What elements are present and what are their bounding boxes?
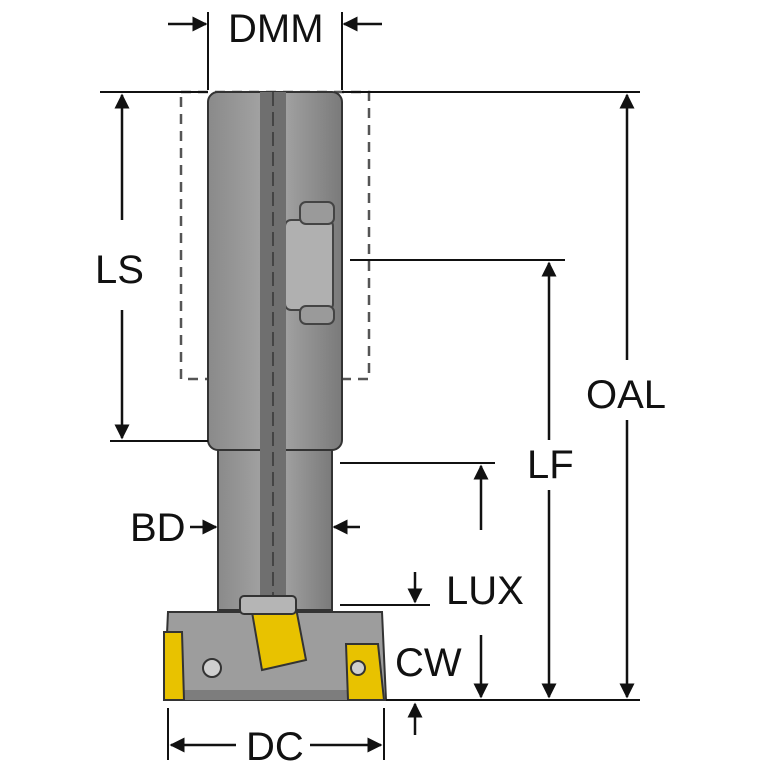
- oal-label: OAL: [586, 373, 666, 417]
- bd-label: BD: [130, 506, 186, 550]
- insert-right: [344, 643, 386, 701]
- dmm-label: DMM: [228, 7, 324, 51]
- shank-flat-top: [299, 201, 335, 225]
- shank-flat: [284, 219, 334, 311]
- dc-label: DC: [246, 725, 304, 767]
- insert-clamp: [239, 595, 297, 615]
- ls-label: LS: [95, 248, 144, 292]
- lux-label: LUX: [446, 569, 524, 613]
- cutter-head-shadow: [168, 690, 384, 700]
- insert-left: [163, 631, 186, 701]
- insert-screw-left: [202, 658, 222, 678]
- cw-label: CW: [395, 641, 462, 685]
- insert-center: [250, 606, 308, 672]
- shank-flat-bottom: [299, 305, 335, 325]
- lf-label: LF: [527, 443, 574, 487]
- insert-screw-right: [350, 660, 366, 676]
